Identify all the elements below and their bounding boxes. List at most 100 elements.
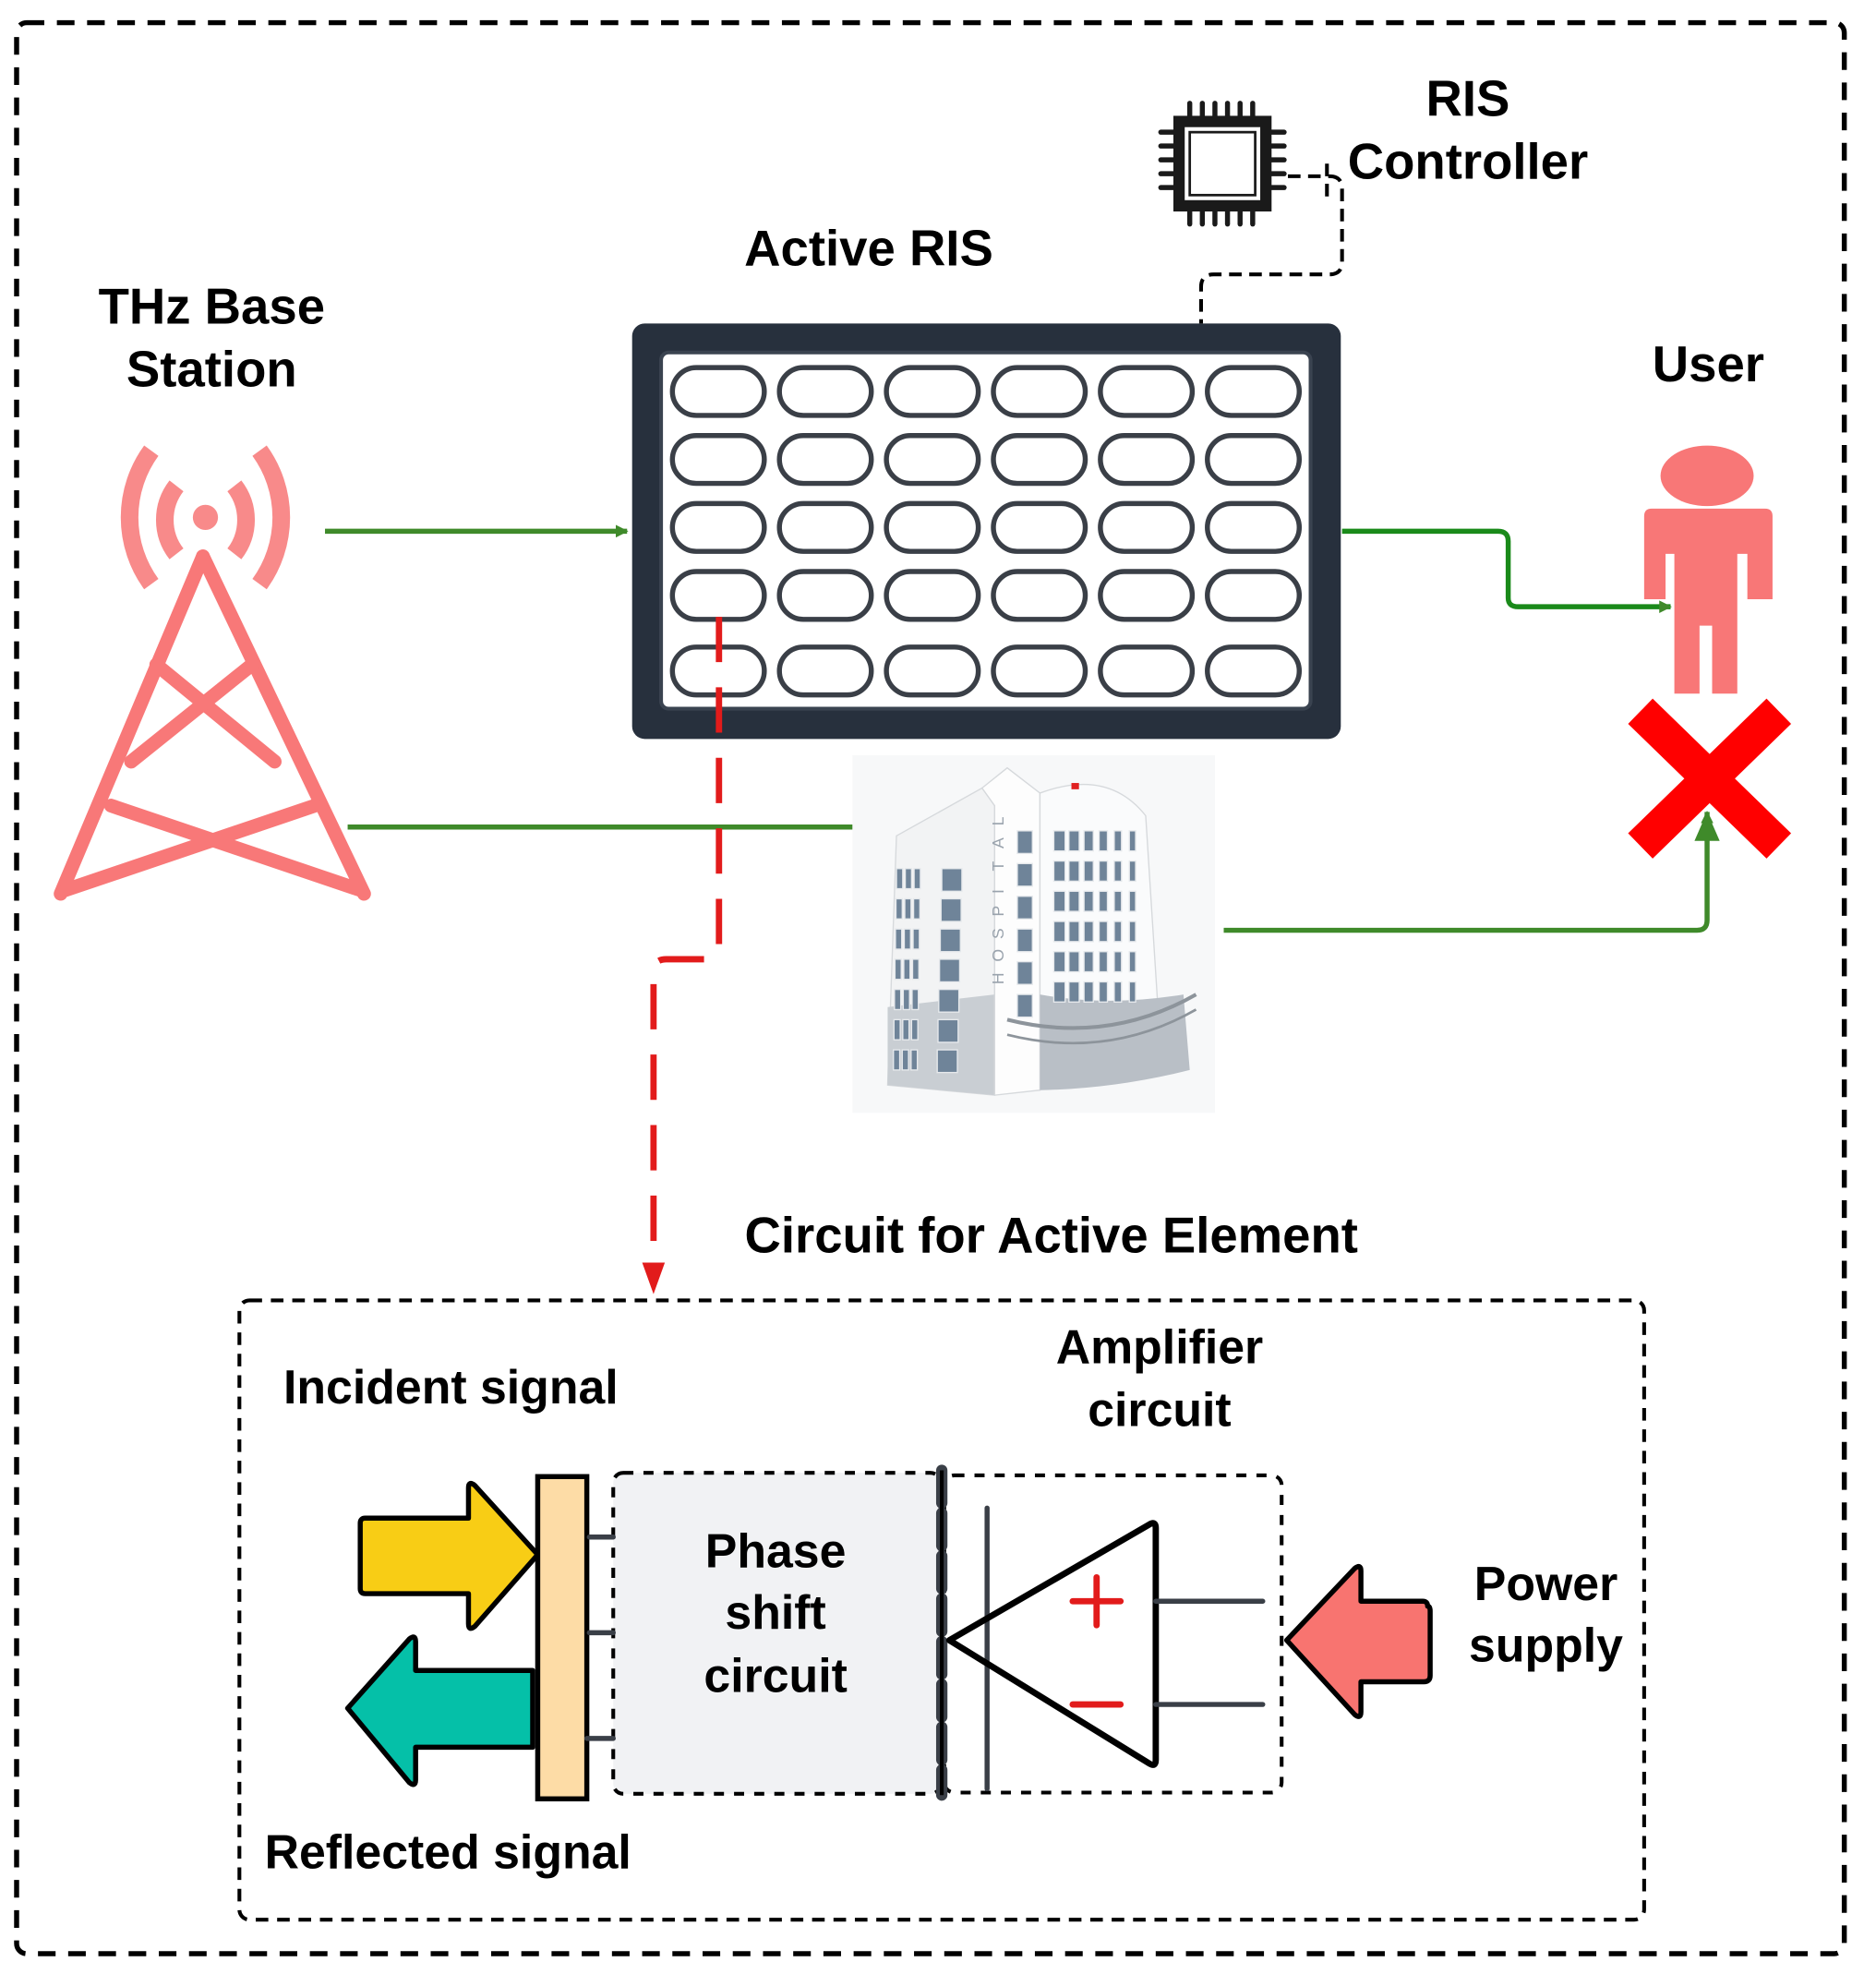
building-window <box>1068 951 1080 973</box>
power-supply-label-line1: Power <box>1474 1557 1617 1610</box>
ris-element <box>991 569 1088 622</box>
base-station-label-line2: Station <box>126 342 297 398</box>
ris-element <box>776 569 874 622</box>
hospital-sign-letter: T <box>989 861 1007 871</box>
building-window <box>940 897 962 922</box>
building-window <box>893 1049 901 1071</box>
building-window <box>902 988 910 1011</box>
ris-element <box>1205 500 1303 554</box>
building-window <box>1016 862 1033 887</box>
ris-element <box>776 644 874 698</box>
building-window <box>1083 921 1094 943</box>
ris-element <box>884 500 981 554</box>
ris-element <box>669 433 767 487</box>
ris-panel <box>631 323 1341 740</box>
ris-element <box>1098 569 1196 622</box>
building-window <box>896 868 904 890</box>
ris-element <box>991 644 1088 698</box>
amplifier-label-line1: Amplifier <box>1056 1320 1264 1374</box>
hospital-sign-letter: H <box>989 972 1007 984</box>
reflector-element <box>535 1474 590 1802</box>
building-window <box>904 897 912 920</box>
building-window <box>937 1018 959 1043</box>
ris-element <box>669 365 767 418</box>
building-window <box>912 897 921 920</box>
building-windows <box>893 830 1136 1074</box>
detail-link <box>650 617 723 1266</box>
building-window <box>893 1018 901 1041</box>
building-window <box>913 868 921 890</box>
building-window <box>904 868 913 890</box>
reflected-arrow-icon <box>344 1634 535 1787</box>
blocked-x-icon <box>1628 698 1792 859</box>
blocked-link-arrowhead <box>1694 812 1720 841</box>
building-window <box>938 958 961 983</box>
ris-element <box>776 433 874 487</box>
hospital-sign-letter: O <box>989 949 1007 962</box>
building-window <box>1128 951 1136 973</box>
building-window <box>1016 896 1033 920</box>
amplifier-label-line2: circuit <box>1088 1383 1231 1437</box>
controller-link <box>1198 163 1344 324</box>
building-window <box>1113 951 1123 973</box>
building-window <box>1052 860 1066 883</box>
ris-element <box>1205 365 1303 418</box>
building-window <box>895 897 903 920</box>
ris-element <box>884 433 981 487</box>
hospital-sign-letter: I <box>989 889 1007 894</box>
ris-element <box>991 500 1088 554</box>
ris-element <box>1205 569 1303 622</box>
incident-arrow-icon <box>357 1480 541 1631</box>
building-window <box>1016 993 1033 1018</box>
ris-controller-label-line1: RIS <box>1426 70 1510 126</box>
building-window <box>910 1018 919 1041</box>
building-window <box>895 928 903 950</box>
ris-element <box>669 569 767 622</box>
ris-element <box>884 365 981 418</box>
building-window <box>1083 981 1094 1003</box>
building-window <box>1098 830 1109 852</box>
reflected-signal-label: Reflected signal <box>265 1824 631 1878</box>
building-window <box>1052 890 1066 912</box>
building-window <box>1068 860 1080 883</box>
link-ris-to-user <box>1341 528 1672 613</box>
plus-sign-icon <box>1069 1573 1124 1629</box>
phase-shift-label-line3: circuit <box>704 1648 847 1702</box>
building-window <box>901 1049 909 1071</box>
building-window <box>939 928 961 953</box>
ris-element <box>991 433 1088 487</box>
building-window <box>903 928 911 950</box>
building-window <box>1128 981 1136 1003</box>
ris-element <box>1205 644 1303 698</box>
ris-element <box>669 500 767 554</box>
building-window <box>1052 951 1066 973</box>
building-window <box>938 988 960 1013</box>
building-window <box>1098 981 1109 1003</box>
building-window <box>1083 860 1094 883</box>
building-window <box>1113 890 1123 912</box>
building-window <box>1016 928 1033 953</box>
building-window <box>1016 830 1033 855</box>
building-window <box>1128 860 1136 883</box>
building-window <box>1068 921 1080 943</box>
ris-element <box>776 500 874 554</box>
circuit-frame <box>237 1298 1646 1922</box>
building-window <box>1068 890 1080 912</box>
building-window <box>1128 921 1136 943</box>
active-ris-label: Active RIS <box>744 221 993 277</box>
ris-element <box>991 365 1088 418</box>
phase-shift-label-line2: shift <box>725 1585 825 1639</box>
incident-signal-label: Incident signal <box>283 1360 619 1414</box>
hospital-sign-letter: A <box>989 837 1007 849</box>
building-window <box>1128 830 1136 852</box>
building-window <box>1098 951 1109 973</box>
building-window <box>1113 981 1123 1003</box>
building-window <box>1098 921 1109 943</box>
ris-element <box>1098 644 1196 698</box>
amplifier-triangle-icon <box>945 1520 1160 1768</box>
building-window <box>894 988 902 1011</box>
